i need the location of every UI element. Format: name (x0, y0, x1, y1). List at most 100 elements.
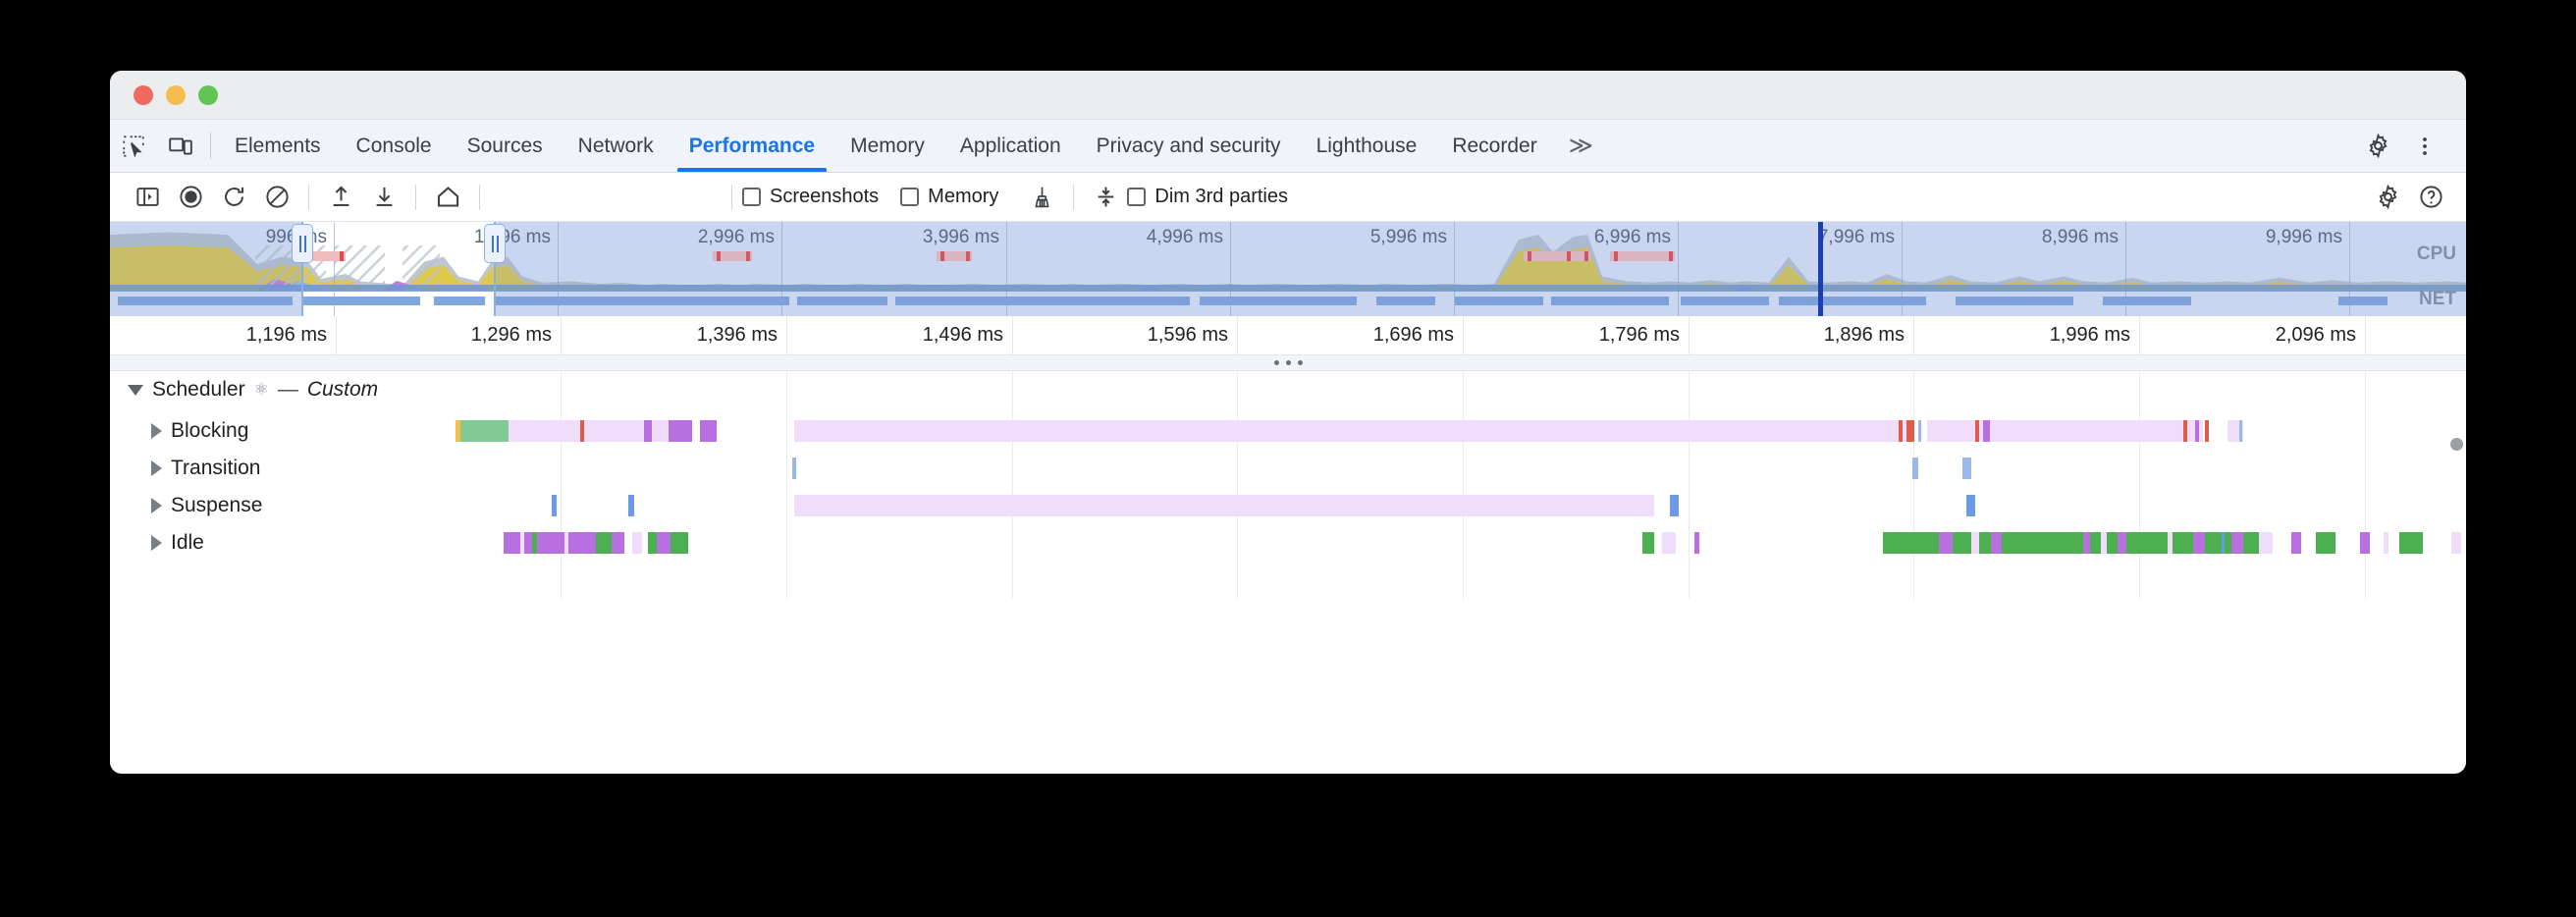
screenshots-checkbox[interactable]: Screenshots (742, 186, 879, 208)
overview-window-left-handle[interactable] (292, 224, 313, 263)
clear-icon[interactable] (255, 176, 298, 219)
reload-record-icon[interactable] (212, 176, 255, 219)
flame-event-blocking[interactable] (584, 420, 645, 442)
track-row-idle[interactable]: Idle (110, 524, 2466, 562)
flame-event-suspense[interactable] (552, 495, 557, 516)
flame-event-sliver[interactable] (2193, 532, 2206, 554)
flame-event-sliver[interactable] (2384, 532, 2389, 554)
flame-event-sliver[interactable] (2239, 420, 2243, 442)
sidebar-toggle-icon[interactable] (126, 176, 169, 219)
flame-event-sliver[interactable] (504, 532, 510, 554)
flame-event-transition[interactable] (1912, 458, 1919, 479)
flame-event-sliver[interactable] (2117, 532, 2126, 554)
flame-event-sliver[interactable] (1990, 532, 2002, 554)
track-suspense-label[interactable]: Suspense (110, 487, 262, 524)
tab-sources[interactable]: Sources (466, 134, 543, 157)
overview-resize-handle[interactable] (110, 355, 2466, 371)
flame-event-sliver[interactable] (2195, 420, 2200, 442)
tab-network[interactable]: Network (577, 134, 654, 157)
flame-event-sliver[interactable] (532, 532, 538, 554)
flame-event-blocking[interactable] (700, 420, 717, 442)
overview-window-right-handle[interactable] (484, 224, 506, 263)
more-tabs-icon[interactable]: ≫ (1568, 133, 1593, 159)
track-group-scheduler-label[interactable]: Scheduler ⚛ — Custom (110, 371, 378, 408)
flame-event-blocking[interactable] (456, 420, 460, 442)
track-row-suspense[interactable]: Suspense (110, 487, 2466, 524)
flame-event-sliver[interactable] (1882, 532, 1908, 554)
flame-event-sliver[interactable] (2315, 532, 2335, 554)
flame-event-sliver[interactable] (1982, 420, 1990, 442)
flame-event-blocking[interactable] (1926, 420, 2204, 442)
flame-event-blocking[interactable] (2227, 420, 2244, 442)
tab-console[interactable]: Console (355, 134, 432, 157)
flame-event-blocking[interactable] (580, 420, 585, 442)
track-row-blocking[interactable]: Blocking (110, 412, 2466, 450)
memory-checkbox[interactable]: Memory (900, 186, 998, 208)
chevron-right-icon[interactable] (151, 423, 162, 439)
flame-event-sliver[interactable] (656, 532, 671, 554)
flame-event-sliver[interactable] (546, 532, 554, 554)
flame-event-blocking[interactable] (794, 420, 1907, 442)
flame-event-blocking[interactable] (459, 420, 509, 442)
maximize-window-button[interactable] (198, 84, 218, 105)
flame-event-sliver[interactable] (2221, 532, 2225, 554)
flame-event-sliver[interactable] (1662, 532, 1677, 554)
dim-3rd-parties-checkbox[interactable]: Dim 3rd parties (1127, 186, 1288, 208)
flame-event-sliver[interactable] (1899, 420, 1904, 442)
flame-event-transition[interactable] (1962, 458, 1971, 479)
flame-chart[interactable]: Scheduler ⚛ — Custom Blocking Transition… (110, 371, 2466, 774)
flame-event-sliver[interactable] (2082, 532, 2090, 554)
memory-checkbox-box[interactable] (900, 188, 920, 206)
flame-event-sliver[interactable] (2180, 532, 2185, 554)
flame-event-sliver[interactable] (632, 532, 643, 554)
flame-event-transition[interactable] (792, 458, 797, 479)
flame-event-sliver[interactable] (564, 532, 568, 554)
track-idle-label[interactable]: Idle (110, 524, 204, 562)
tab-application[interactable]: Application (959, 134, 1061, 157)
flame-event-suspense[interactable] (628, 495, 635, 516)
flame-event-suspense[interactable] (1966, 495, 1975, 516)
flame-event-blocking[interactable] (668, 420, 693, 442)
flame-event-sliver[interactable] (2230, 532, 2243, 554)
flame-event-sliver[interactable] (596, 532, 613, 554)
upload-profile-icon[interactable] (319, 176, 362, 219)
tab-elements[interactable]: Elements (235, 134, 321, 157)
flame-event-sliver[interactable] (519, 532, 524, 554)
flame-event-sliver[interactable] (1974, 420, 1979, 442)
flame-event-sliver[interactable] (2205, 420, 2210, 442)
minimize-window-button[interactable] (166, 84, 186, 105)
tab-recorder[interactable]: Recorder (1452, 134, 1537, 157)
track-row-transition[interactable]: Transition (110, 450, 2466, 487)
flame-event-sliver[interactable] (1693, 532, 1699, 554)
download-profile-icon[interactable] (362, 176, 405, 219)
flame-event-sliver[interactable] (2259, 532, 2274, 554)
more-vertical-icon[interactable] (2401, 135, 2448, 158)
flame-event-sliver[interactable] (1641, 532, 1652, 554)
flame-event-sliver[interactable] (575, 532, 582, 554)
capture-settings-gear-icon[interactable] (2366, 176, 2409, 219)
flame-event-sliver[interactable] (2359, 532, 2370, 554)
tab-lighthouse[interactable]: Lighthouse (1315, 134, 1418, 157)
flame-event-blocking[interactable] (644, 420, 653, 442)
flame-event-sliver[interactable] (2291, 532, 2302, 554)
flame-event-sliver[interactable] (1970, 532, 1979, 554)
track-blocking-label[interactable]: Blocking (110, 412, 248, 450)
chevron-down-icon[interactable] (128, 384, 143, 396)
flame-event-suspense[interactable] (794, 495, 1655, 516)
tab-performance[interactable]: Performance (671, 120, 832, 172)
flame-event-sliver[interactable] (2155, 532, 2160, 554)
gear-icon[interactable] (2354, 133, 2401, 159)
flame-event-sliver[interactable] (2167, 532, 2173, 554)
flame-event-sliver[interactable] (2451, 532, 2462, 554)
flame-event-sliver[interactable] (2399, 532, 2424, 554)
flame-event-sliver[interactable] (1938, 532, 1953, 554)
flame-event-blocking[interactable] (652, 420, 669, 442)
screenshots-checkbox-box[interactable] (742, 188, 761, 206)
flame-event-idle[interactable] (1886, 532, 2268, 554)
tab-privacy-and-security[interactable]: Privacy and security (1096, 134, 1281, 157)
collapse-arrows-icon[interactable] (1084, 176, 1127, 219)
garbage-collect-broom-icon[interactable] (1020, 176, 1063, 219)
chevron-right-icon[interactable] (151, 498, 162, 513)
